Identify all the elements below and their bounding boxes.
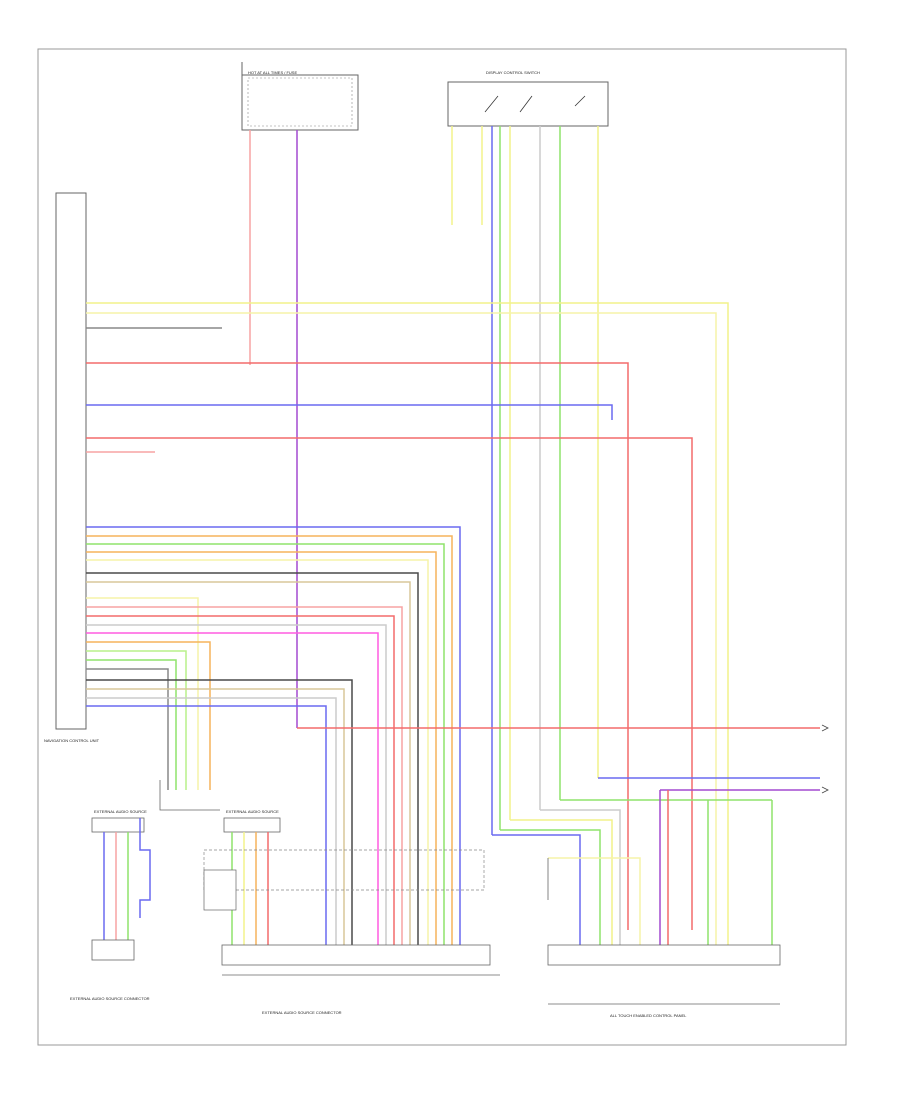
right-module-wires xyxy=(492,790,773,945)
all-touch-control-panel: ALL TOUCH ENABLED CONTROL PANEL xyxy=(547,858,781,1018)
right-arrows xyxy=(821,724,829,794)
navigation-control-unit: NAVIGATION CONTROL UNIT xyxy=(44,192,100,743)
bottom-left-caption: EXTERNAL AUDIO SOURCE CONNECTOR xyxy=(70,996,150,1001)
top-fuse-box: HOT AT ALL TIMES / FUSE xyxy=(241,62,359,131)
lower-bracket xyxy=(159,780,220,811)
display-control-switch: DISPLAY CONTROL SWITCH xyxy=(447,70,609,127)
external-audio-connector-middle: EXTERNAL AUDIO SOURCE EXTERNAL AUDIO SOU… xyxy=(203,809,500,1015)
top-switch-label: DISPLAY CONTROL SWITCH xyxy=(486,70,540,75)
top-fuse-label: HOT AT ALL TIMES / FUSE xyxy=(248,70,297,75)
module-left-label: NAVIGATION CONTROL UNIT xyxy=(44,738,100,743)
bottom-mid-caption: EXTERNAL AUDIO SOURCE CONNECTOR xyxy=(262,1010,342,1015)
diagram-frame xyxy=(37,48,847,1046)
svg-text:EXTERNAL AUDIO SOURCE: EXTERNAL AUDIO SOURCE xyxy=(226,809,279,814)
svg-text:EXTERNAL AUDIO SOURCE: EXTERNAL AUDIO SOURCE xyxy=(94,809,147,814)
module-horizontal-wires xyxy=(86,302,820,945)
bottom-right-caption: ALL TOUCH ENABLED CONTROL PANEL xyxy=(610,1013,687,1018)
external-audio-connector-left: EXTERNAL AUDIO SOURCE EXTERNAL AUDIO SOU… xyxy=(70,809,151,1001)
top-vertical-wires xyxy=(249,126,599,835)
